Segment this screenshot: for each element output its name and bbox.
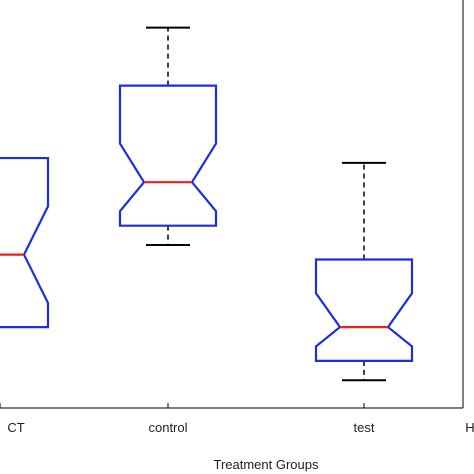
axes [0, 0, 464, 409]
box-CT [0, 156, 50, 329]
notched-box [314, 258, 414, 363]
boxes [0, 26, 414, 382]
x-tick-label: CT [7, 420, 24, 435]
x-tick-label: control [148, 420, 187, 435]
box-test [314, 161, 414, 382]
x-ticks: CT control test H [0, 403, 474, 435]
box-control [118, 26, 218, 246]
x-axis-label: Treatment Groups [213, 457, 319, 472]
notched-box [0, 156, 50, 329]
x-tick-label: test [354, 420, 375, 435]
notched-box [118, 84, 218, 227]
x-tick-label: H [465, 420, 474, 435]
